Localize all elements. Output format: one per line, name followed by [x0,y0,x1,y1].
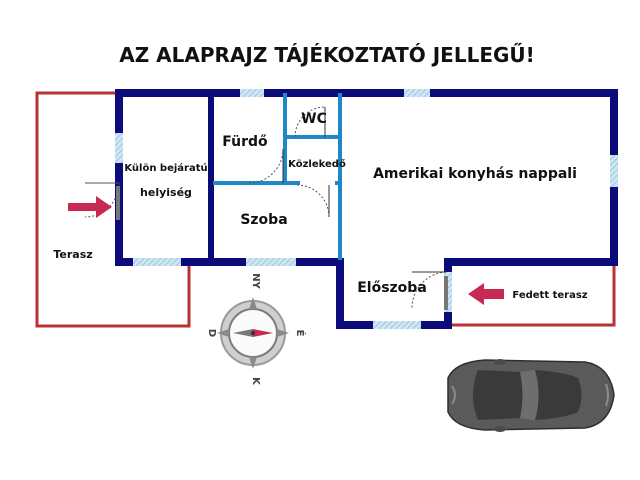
car-icon [447,359,615,432]
compass-north-label: NY [250,273,261,289]
room-label-szoba: Szoba [240,212,287,228]
entrance-arrow-icon [68,196,112,218]
compass-west-label: D [206,329,217,337]
door-swings [84,106,447,309]
compass-icon [217,297,289,369]
compass-south-label: K [250,377,261,386]
room-label-wc: WC [301,111,327,127]
room-label-kozlekedo: Közlekedő [288,158,346,170]
room-label-eloszoba: Előszoba [357,280,427,296]
outer-walls [115,89,618,329]
door-leaf [444,276,448,310]
inner-walls [208,93,342,262]
terrace-outline [35,91,191,328]
compass-east-label: É [294,330,307,337]
room-label-fedett-terasz: Fedett terasz [512,290,587,301]
room-label-terasz: Terasz [53,248,92,261]
entrance-arrow-icon [468,283,504,305]
plan-title: AZ ALAPRAJZ TÁJÉKOZTATÓ JELLEGŰ! [119,43,535,67]
room-label-furdo: Fürdő [222,134,268,150]
door-leaf [116,186,120,220]
room-label-kulon-line1: Külön bejáratú [124,162,207,174]
room-label-nappali: Amerikai konyhás nappali [373,166,577,182]
room-label-kulon-line2: helyiség [140,186,192,199]
